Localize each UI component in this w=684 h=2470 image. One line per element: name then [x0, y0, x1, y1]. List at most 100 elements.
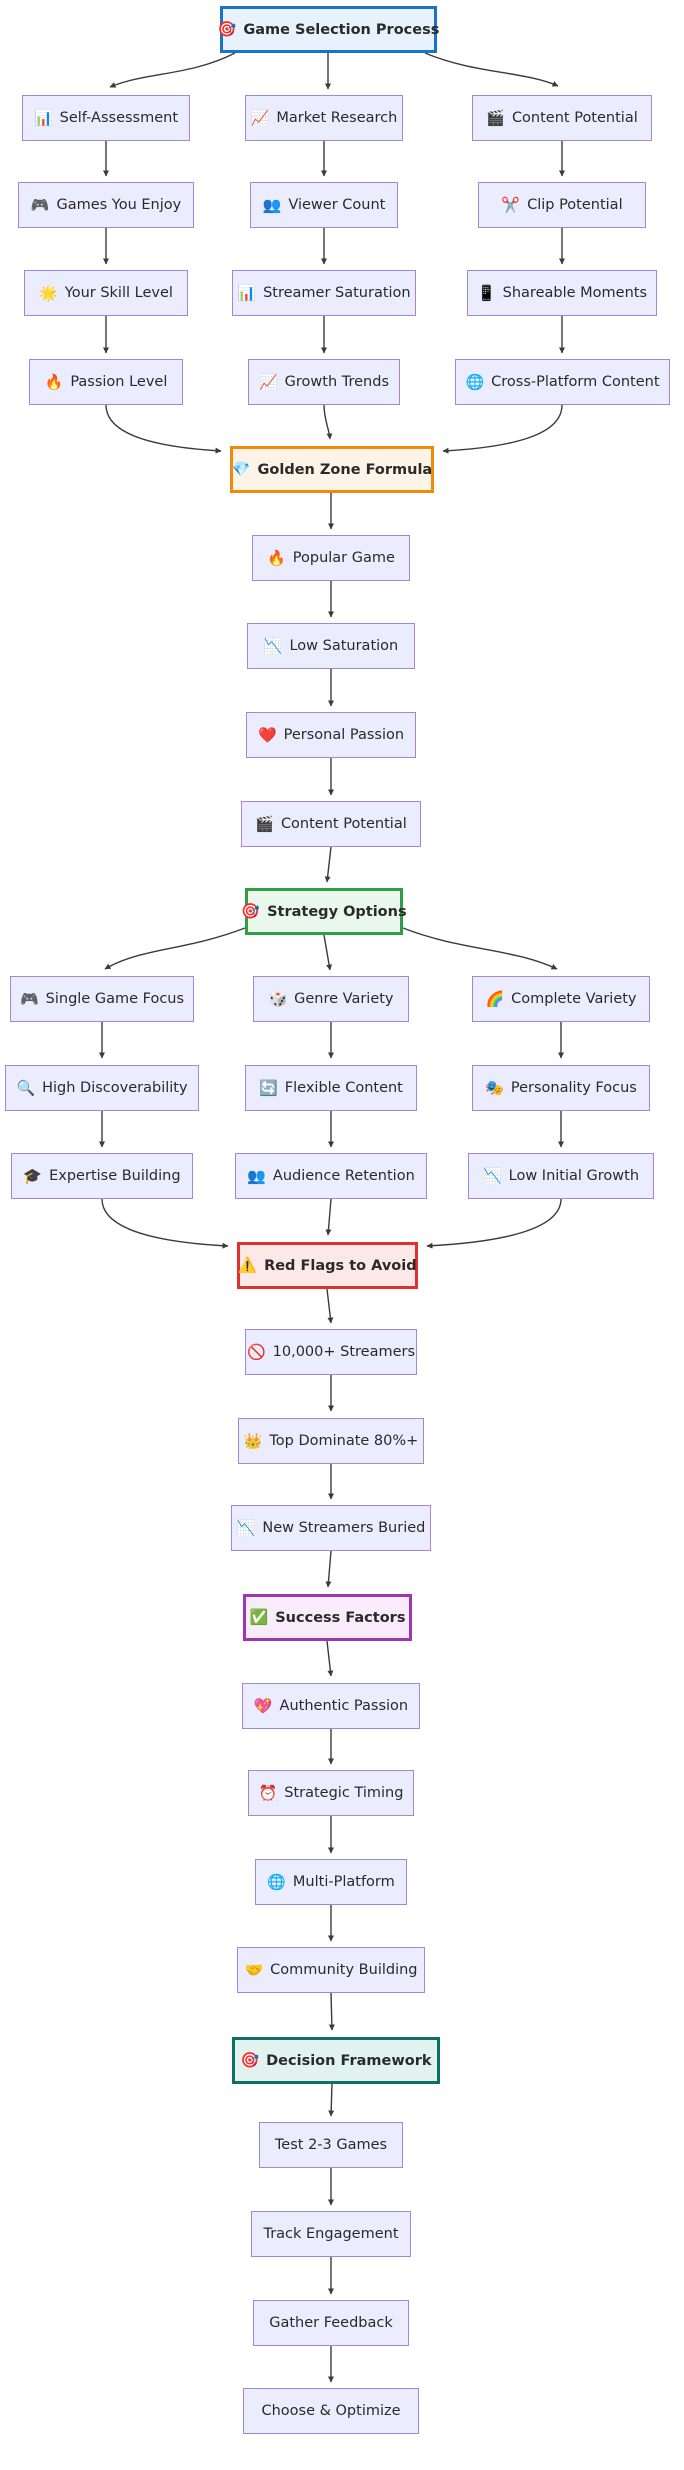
node-growth-trends: 📈Growth Trends: [248, 359, 400, 405]
node-community-building: 🤝Community Building: [237, 1947, 425, 1993]
node-label: Self-Assessment: [59, 110, 179, 126]
node-label: Passion Level: [70, 374, 168, 390]
node-strategy-options: 🎯Strategy Options: [241, 888, 407, 935]
edge: [426, 1198, 562, 1249]
node-complete-variety: 🌈Complete Variety: [472, 976, 650, 1022]
masks-icon: 🎭: [485, 1078, 504, 1097]
node-label: Your Skill Level: [64, 285, 173, 301]
node-multi-platform: 🌐 Multi-Platform: [255, 1859, 407, 1905]
node-label: Gather Feedback: [269, 2315, 393, 2331]
fire-icon: 🔥: [267, 548, 286, 567]
handshake-icon: 🤝: [244, 1960, 264, 1979]
node-games-you-enjoy: 🎮 Games You Enjoy: [18, 182, 194, 228]
node-content-potential: 🎬 Content Potential: [472, 95, 652, 141]
node-low-saturation: 📉Low Saturation: [247, 623, 415, 669]
node-golden-zone-formula: 💎 Golden Zone Formula: [230, 446, 434, 493]
node-label: Authentic Passion: [279, 1698, 409, 1714]
node-label: Games You Enjoy: [56, 197, 182, 213]
node-shareable-moments: 📱 Shareable Moments: [467, 270, 657, 316]
node-success-factors: ✅Success Factors: [243, 1594, 412, 1641]
node-flexible-content: 🔄Flexible Content: [245, 1065, 417, 1111]
warning-icon: ⚠️: [238, 1256, 258, 1274]
node-label: Game Selection Process: [243, 21, 440, 38]
bar-chart-icon: 📊: [33, 108, 53, 127]
node-label: Audience Retention: [272, 1168, 415, 1184]
edge: [328, 1992, 335, 2031]
node-label: Success Factors: [275, 1609, 406, 1626]
node-personal-passion: ❤️Personal Passion: [246, 712, 416, 758]
scissors-icon: ✂️: [501, 195, 521, 214]
node-label: Top Dominate 80%+: [269, 1433, 419, 1449]
edge: [323, 404, 333, 440]
busts-icon: 👥: [247, 1166, 266, 1185]
edge: [325, 1550, 332, 1588]
node-label: 10,000+ Streamers: [272, 1344, 416, 1360]
clapper-board-icon: 🎬: [486, 108, 505, 127]
node-label: Multi-Platform: [292, 1874, 395, 1890]
edge: [104, 927, 246, 970]
crown-icon: 👑: [243, 1431, 263, 1450]
node-popular-game: 🔥 Popular Game: [252, 535, 410, 581]
node-cross-platform-content: 🌐 Cross-Platform Content: [455, 359, 670, 405]
bar-chart-icon: 📊: [237, 283, 257, 302]
chart-increasing-icon: 📈: [250, 108, 270, 127]
node-decision-framework: 🎯Decision Framework: [232, 2037, 440, 2084]
node-label: Content Potential: [511, 110, 638, 126]
graduation-cap-icon: 🎓: [23, 1166, 43, 1185]
game-controller-icon: 🎮: [30, 195, 50, 214]
node-label: Streamer Saturation: [263, 285, 411, 301]
node-label: Shareable Moments: [502, 285, 648, 301]
node-label: Low Initial Growth: [508, 1168, 640, 1184]
busts-icon: 👥: [262, 195, 282, 214]
edge: [324, 846, 332, 883]
node-strategic-timing: ⏰Strategic Timing: [248, 1770, 414, 1816]
globe-icon: 🌐: [465, 372, 485, 391]
node-label: Market Research: [276, 110, 398, 126]
node-low-initial-growth: 📉 Low Initial Growth: [468, 1153, 654, 1199]
node-10000-streamers: 🚫 10,000+ Streamers: [245, 1329, 417, 1375]
node-new-streamers-buried: 📉 New Streamers Buried: [231, 1505, 431, 1551]
star-icon: 🌟: [39, 283, 58, 302]
edge: [109, 52, 236, 88]
node-label: Strategy Options: [267, 903, 407, 920]
node-label: Expertise Building: [49, 1168, 181, 1184]
node-personality-focus: 🎭Personality Focus: [472, 1065, 650, 1111]
node-single-game-focus: 🎮Single Game Focus: [10, 976, 194, 1022]
dart-icon: 🎯: [240, 2051, 260, 2069]
node-viewer-count: 👥Viewer Count: [250, 182, 398, 228]
prohibited-icon: 🚫: [246, 1342, 266, 1361]
node-label: New Streamers Buried: [262, 1520, 426, 1536]
node-genre-variety: 🎲Genre Variety: [253, 976, 409, 1022]
edge: [101, 1198, 229, 1249]
edge: [328, 2082, 335, 2117]
magnifier-icon: 🔍: [16, 1078, 36, 1097]
chart-decreasing-icon: 📉: [236, 1518, 256, 1537]
gem-icon: 💎: [231, 460, 251, 478]
node-test-2-3-games: Test 2-3 Games: [259, 2122, 403, 2168]
edge: [326, 1640, 334, 1677]
node-content-potential-2: 🎬Content Potential: [241, 801, 421, 847]
node-label: Golden Zone Formula: [257, 461, 433, 478]
die-icon: 🎲: [268, 989, 288, 1008]
node-gather-feedback: Gather Feedback: [253, 2300, 409, 2346]
sparkling-heart-icon: 💖: [253, 1696, 273, 1715]
node-label: Cross-Platform Content: [491, 374, 660, 390]
rainbow-icon: 🌈: [485, 989, 505, 1008]
edge: [326, 1288, 334, 1324]
node-authentic-passion: 💖 Authentic Passion: [242, 1683, 420, 1729]
mobile-phone-icon: 📱: [476, 283, 496, 302]
dart-icon: 🎯: [217, 20, 237, 38]
node-label: Growth Trends: [284, 374, 390, 390]
node-label: Popular Game: [292, 550, 395, 566]
node-audience-retention: 👥 Audience Retention: [235, 1153, 427, 1199]
chart-decreasing-icon: 📉: [482, 1166, 502, 1185]
arrows-cycle-icon: 🔄: [259, 1078, 278, 1097]
edge: [402, 927, 558, 970]
node-self-assessment: 📊 Self-Assessment: [22, 95, 190, 141]
edge: [442, 404, 563, 454]
edge: [424, 52, 559, 87]
clapper-board-icon: 🎬: [255, 814, 274, 833]
globe-icon: 🌐: [267, 1872, 286, 1891]
